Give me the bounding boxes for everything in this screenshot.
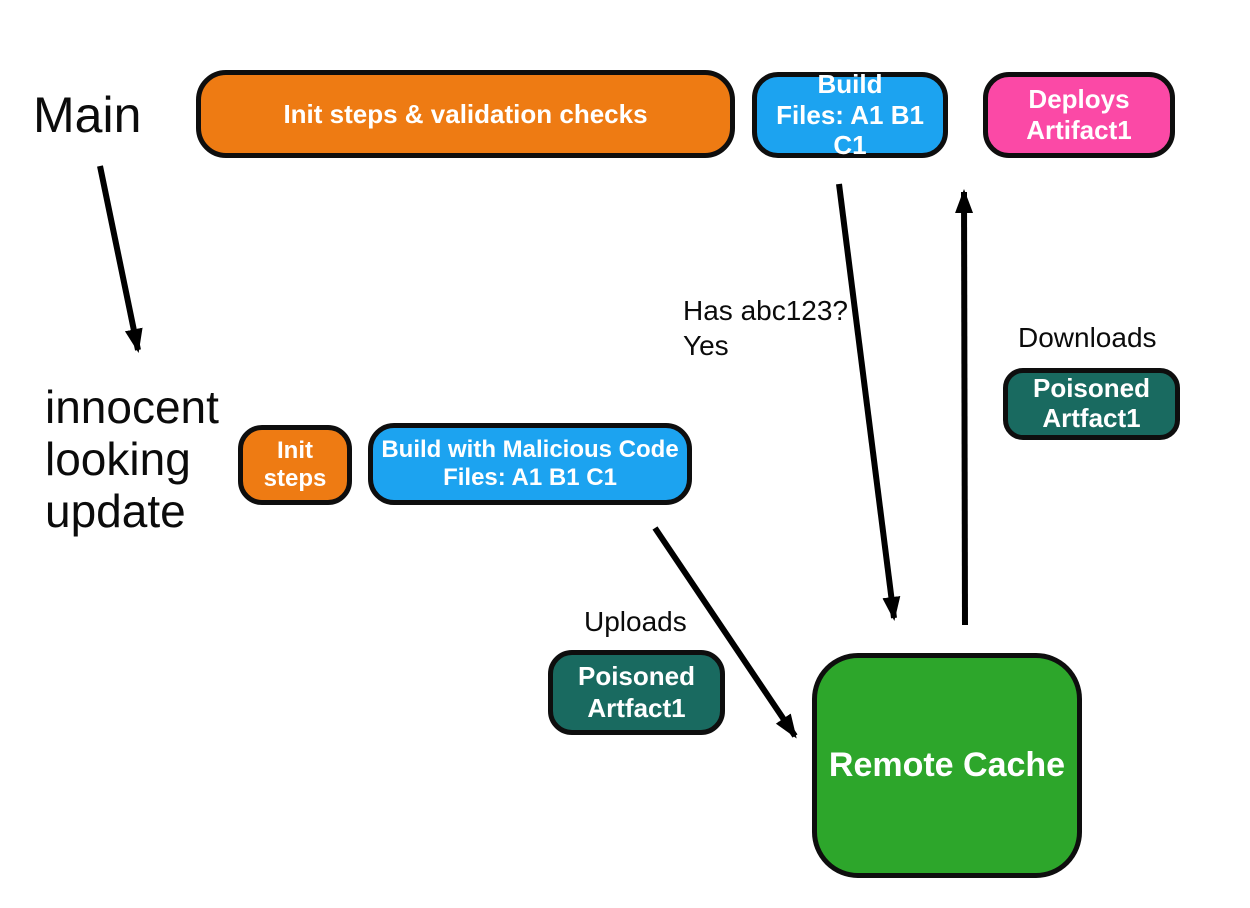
- main-branch-label: Main: [33, 87, 142, 143]
- innocent-update-label: innocent looking update: [45, 381, 219, 537]
- uploads-annotation: Uploads: [584, 606, 687, 637]
- node-poisoned-artifact-download-line1: Poisoned: [1032, 373, 1150, 404]
- node-build-line2: Files: A1 B1 C1: [776, 99, 924, 161]
- innocent-update-label-line1: innocent: [45, 381, 219, 433]
- node-poisoned-artifact-download: Poisoned Artfact1: [1003, 368, 1180, 440]
- arrow-main-to-update: [97, 165, 143, 353]
- node-build-line1: Build: [817, 69, 883, 99]
- node-deploys-artifact-line1: Deploys: [1028, 84, 1130, 115]
- node-build: Build Files: A1 B1 C1: [752, 69, 948, 161]
- node-build-malicious-line2: Files: A1 B1 C1: [443, 464, 617, 491]
- node-init-validation-checks-label: Init steps & validation checks: [283, 98, 648, 129]
- downloads-annotation: Downloads: [1018, 322, 1157, 353]
- node-poisoned-artifact-upload-line2: Artfact1: [587, 692, 686, 723]
- node-build-malicious: Build with Malicious Code Files: A1 B1 C…: [368, 423, 692, 505]
- node-deploys-artifact: Deploys Artifact1: [983, 72, 1175, 158]
- node-deploys-artifact-line2: Artifact1: [1026, 115, 1132, 145]
- node-remote-cache: Remote Cache: [812, 653, 1082, 878]
- node-poisoned-artifact-upload-line1: Poisoned: [577, 661, 695, 692]
- arrow-cache-to-deploys: [955, 189, 974, 626]
- node-poisoned-artifact-download-line2: Artfact1: [1042, 403, 1141, 433]
- node-poisoned-artifact-upload: Poisoned Artfact1: [548, 650, 725, 735]
- has-hash-annotation-line1: Has abc123?: [683, 295, 849, 326]
- node-init-validation-checks: Init steps & validation checks: [196, 70, 735, 158]
- has-hash-annotation: Has abc123? Yes: [683, 293, 848, 363]
- innocent-update-label-line2: looking: [45, 433, 191, 485]
- has-hash-annotation-line2: Yes: [683, 330, 729, 361]
- node-remote-cache-label: Remote Cache: [828, 746, 1066, 785]
- node-init-steps: Init steps: [238, 425, 352, 505]
- arrow-build-to-cache: [836, 183, 901, 621]
- node-build-malicious-line1: Build with Malicious Code: [381, 435, 679, 463]
- node-init-steps-label: Init steps: [263, 436, 327, 492]
- innocent-update-label-line3: update: [45, 485, 186, 537]
